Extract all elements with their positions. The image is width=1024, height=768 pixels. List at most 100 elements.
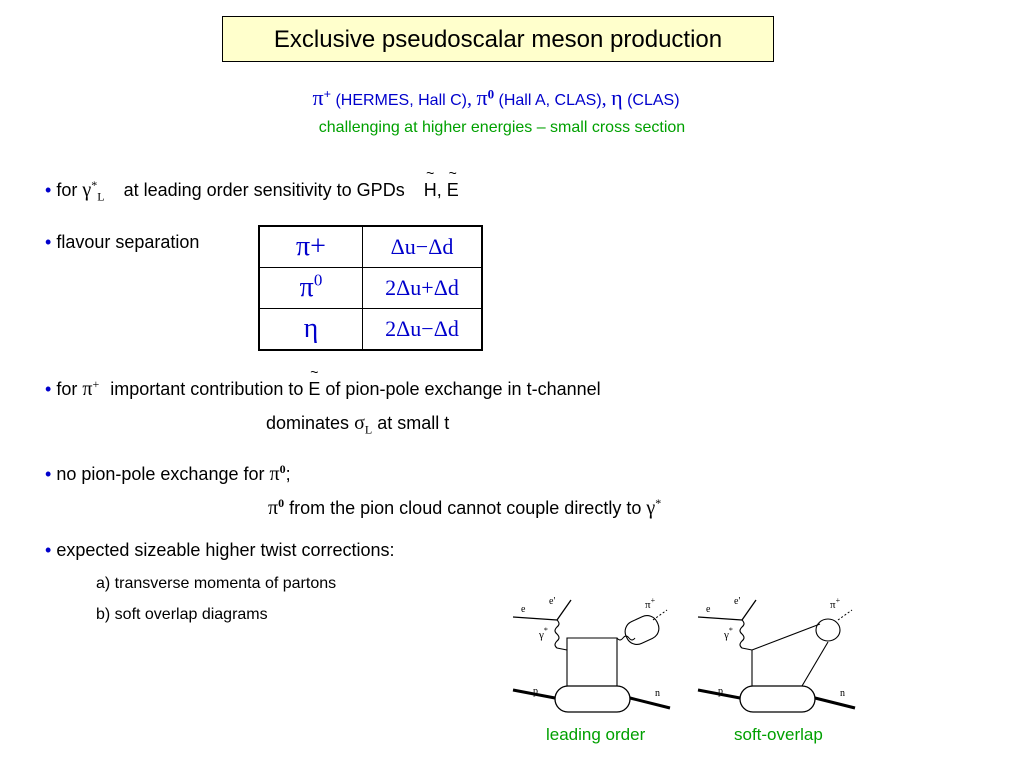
- pi-sup: 0: [279, 462, 286, 476]
- meson-label: π+: [296, 231, 326, 262]
- b3-text2: of pion-pole exchange in t-channel: [325, 379, 601, 399]
- pi-sup: 0: [278, 496, 285, 510]
- photon-label: γ*: [723, 626, 733, 641]
- b4-line2-text: from the pion cloud cannot couple direct…: [289, 498, 642, 518]
- pi-zero-source: (Hall A, CLAS): [498, 92, 602, 109]
- caption-soft-overlap: soft-overlap: [734, 725, 823, 744]
- bullet-marker: •: [45, 232, 52, 252]
- flavour-label: 2Δu−Δd: [385, 316, 459, 341]
- table-row: π+ Δu−Δd: [258, 225, 483, 268]
- pion-label: π+: [830, 596, 841, 611]
- electron-in-label: e: [706, 604, 711, 615]
- photon-line: [554, 619, 568, 651]
- b1-text: at leading order sensitivity to GPDs: [123, 180, 405, 200]
- soft-overlap-diagram: e e' γ* π+ p n: [697, 596, 856, 713]
- pi-zero-sup: 0: [487, 86, 495, 102]
- nucleon-blob: [554, 685, 631, 713]
- proton-in-line: [512, 688, 556, 700]
- b1-sep: ,: [436, 180, 447, 200]
- gpd-h-tilde: H: [424, 180, 437, 201]
- b2-text: flavour separation: [56, 232, 200, 252]
- slide-title: Exclusive pseudoscalar meson production: [273, 26, 723, 53]
- caption-leading-order: leading order: [546, 725, 646, 744]
- gamma-sup: *: [91, 178, 98, 192]
- comma-1: ,: [467, 88, 472, 110]
- gpd-e-tilde: E: [308, 379, 320, 400]
- eta-source: (CLAS): [627, 92, 680, 109]
- proton-in-line: [697, 688, 741, 700]
- pion-out-line: [837, 609, 853, 621]
- bullet-higher-twist: • expected sizeable higher twist correct…: [45, 540, 395, 561]
- bullet-no-pion-pole: • no pion-pole exchange for π0;: [45, 463, 291, 486]
- bullet-marker: •: [45, 464, 52, 484]
- sigma-sub: L: [364, 422, 373, 437]
- gamma-sub: L: [97, 189, 105, 204]
- eta-symbol: η: [611, 85, 623, 110]
- b5-text: expected sizeable higher twist correctio…: [56, 540, 395, 560]
- pion-blob: [815, 618, 841, 642]
- bullet-no-pion-pole-line2: π0 from the pion cloud cannot couple dir…: [268, 497, 661, 520]
- photon-line: [739, 619, 753, 651]
- photon-label: γ*: [538, 626, 548, 641]
- electron-out-label: e': [734, 596, 740, 607]
- flavour-label: 2Δu+Δd: [385, 275, 459, 300]
- quark-box: [566, 637, 618, 687]
- neutron-label: n: [840, 688, 845, 699]
- pi-sup: +: [92, 377, 100, 391]
- pi-symbol: π: [269, 463, 280, 485]
- meson-sup: 0: [313, 270, 323, 290]
- sigma-symbol: σ: [354, 412, 365, 434]
- electron-out-line: [556, 599, 572, 621]
- electron-in-label: e: [521, 604, 526, 615]
- title-box: Exclusive pseudoscalar meson production: [222, 16, 774, 62]
- sub-item-b: b) soft overlap diagrams: [96, 606, 268, 623]
- gamma-symbol: γ: [646, 497, 656, 519]
- bullet-gpd-sensitivity: • for γ*L at leading order sensitivity t…: [45, 178, 459, 204]
- subtitle-line: π+ (HERMES, Hall C), π0 (Hall A, CLAS), …: [0, 85, 992, 111]
- pi-symbol: π: [268, 497, 279, 519]
- meson-label: η: [303, 313, 319, 344]
- neutron-out-line: [629, 696, 671, 710]
- proton-label: p: [533, 686, 538, 697]
- bullet-pion-pole-line2: dominates σL at small t: [266, 412, 450, 437]
- electron-in-line: [512, 616, 558, 621]
- flavour-label: Δu−Δd: [390, 234, 454, 259]
- pi-plus-symbol: π: [312, 85, 324, 110]
- quark-line: [801, 641, 829, 687]
- proton-label: p: [718, 686, 723, 697]
- bullet-marker: •: [45, 379, 52, 399]
- gamma-sup: *: [655, 496, 662, 510]
- pi-zero-symbol: π: [476, 85, 488, 110]
- electron-out-label: e': [549, 596, 555, 607]
- electron-out-line: [741, 599, 757, 621]
- b4-semicolon: ;: [285, 464, 291, 484]
- pi-plus-sup: +: [323, 86, 331, 102]
- pion-out-line: [652, 609, 668, 621]
- note-text: challenging at higher energies – small c…: [318, 119, 686, 136]
- comma-2: ,: [601, 88, 607, 110]
- bullet-flavour-separation: • flavour separation: [45, 232, 199, 253]
- pion-label: π+: [645, 596, 656, 611]
- bullet-pion-pole: • for π+ important contribution to E of …: [45, 378, 601, 401]
- gpd-e-tilde: E: [447, 180, 459, 201]
- flavour-table: π+ Δu−Δd π0 2Δu+Δd η 2Δu−Δd: [258, 225, 483, 351]
- b3-line2-a: dominates: [266, 413, 350, 433]
- b1-prefix: for: [56, 180, 78, 200]
- b3-line2-b: at small t: [377, 413, 450, 433]
- gamma-symbol: γ: [82, 179, 92, 201]
- nucleon-blob: [739, 685, 816, 713]
- quark-line: [751, 623, 821, 651]
- pi-plus-source: (HERMES, Hall C): [335, 92, 467, 109]
- flavour-cell: 2Δu−Δd: [362, 308, 483, 351]
- b4-text: no pion-pole exchange for: [56, 464, 265, 484]
- meson-cell: π+: [258, 225, 363, 268]
- electron-in-line: [697, 616, 743, 621]
- meson-label: π: [299, 272, 314, 303]
- neutron-label: n: [655, 688, 660, 699]
- pion-blob: [624, 615, 660, 645]
- flavour-cell: Δu−Δd: [362, 225, 483, 268]
- meson-cell: η: [258, 308, 363, 351]
- table-row: η 2Δu−Δd: [258, 308, 483, 351]
- meson-cell: π0: [258, 267, 363, 309]
- leading-order-diagram: e e' γ* π+ p n: [512, 596, 671, 713]
